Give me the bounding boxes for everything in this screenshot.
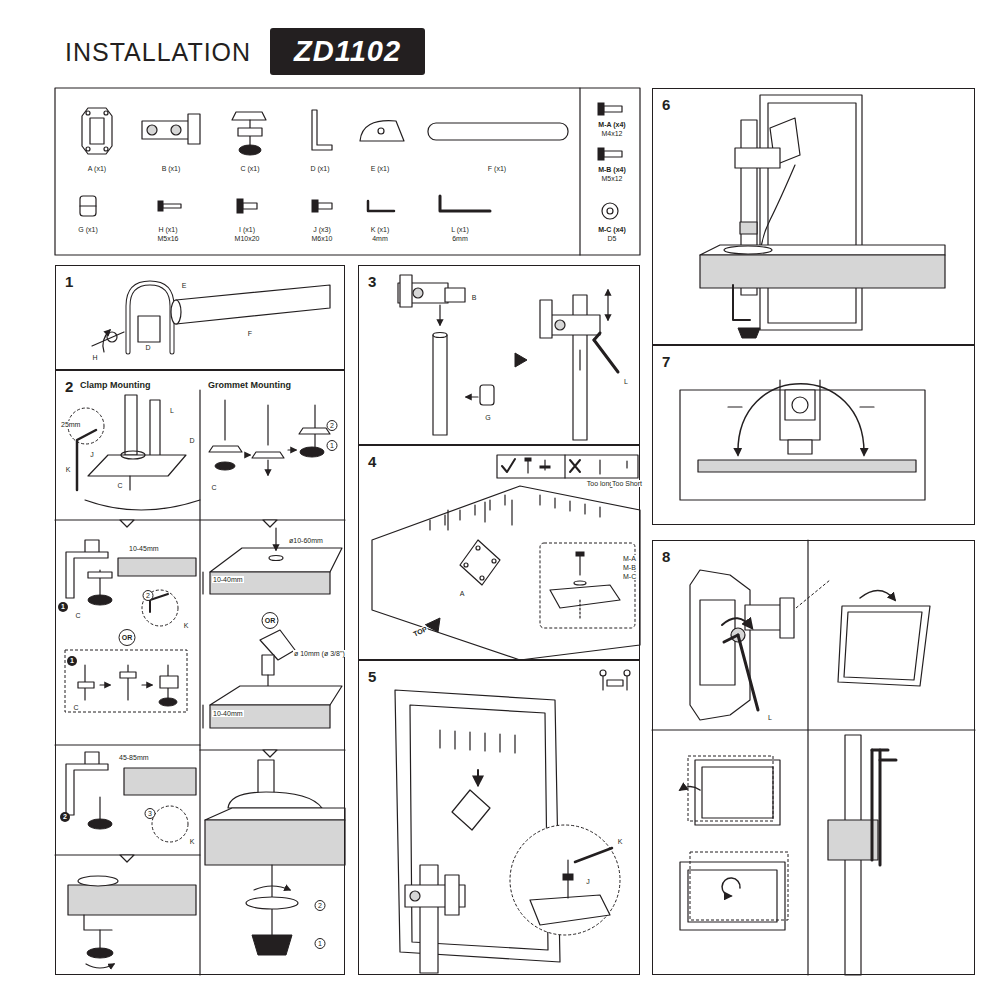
model-name: ZD1102	[294, 37, 401, 66]
callout-number: 3	[145, 808, 156, 819]
part-label: K	[617, 838, 624, 845]
callout-number: 1	[67, 656, 77, 666]
part-label: C	[74, 612, 81, 619]
step-number: 8	[662, 549, 670, 564]
part-label: K	[183, 622, 190, 629]
part-label: D	[144, 344, 151, 351]
part-label: J (x3)	[312, 226, 332, 233]
section-heading: Grommet Mounting	[208, 381, 291, 390]
step-panel: 6	[652, 88, 975, 345]
dimension-label: ø10-60mm	[288, 537, 324, 544]
part-label: H (x1)	[157, 226, 178, 233]
part-label: E	[181, 282, 188, 289]
callout-number: 1	[58, 602, 68, 612]
step-panel: 8	[652, 540, 975, 975]
part-label: J	[585, 878, 591, 885]
part-label: K (x1)	[370, 226, 391, 233]
dimension-label: ø 10mm (ø 3/8")	[293, 650, 346, 657]
dimension-label: 45-85mm	[118, 754, 150, 761]
step-panel: 7	[652, 345, 975, 525]
step-panel: 3	[358, 265, 640, 445]
dimension-label: 25mm	[60, 421, 81, 428]
dimension-label: 10-40mm	[212, 710, 244, 717]
part-label: I (x1)	[238, 226, 256, 233]
part-label: A	[459, 590, 466, 597]
callout-number: 2	[315, 900, 326, 911]
size-label: M6x10	[310, 235, 333, 242]
size-label: M4x12	[600, 130, 623, 137]
or-badge: OR	[262, 612, 279, 629]
part-label: J	[89, 451, 95, 458]
step-number: 4	[368, 454, 376, 469]
dimension-label: 10-40mm	[212, 576, 244, 583]
step-number: 1	[65, 274, 73, 289]
part-label: M-C (x4)	[597, 226, 627, 233]
or-badge: OR	[119, 629, 136, 646]
part-label: C (x1)	[239, 165, 260, 172]
step-number: 5	[368, 669, 376, 684]
model-badge: ZD1102	[270, 28, 425, 75]
step-panel: 2 Clamp Mounting Grommet Mounting	[55, 370, 345, 975]
part-label: L (x1)	[450, 226, 470, 233]
callout-number: 2	[327, 420, 338, 431]
step-number: 6	[662, 97, 670, 112]
part-label: F	[247, 330, 253, 337]
part-label: K	[189, 838, 196, 845]
step-panel: 4	[358, 445, 640, 660]
part-label: B	[471, 294, 478, 301]
part-label: G	[484, 414, 491, 421]
part-label: D (x1)	[309, 165, 330, 172]
page-title: INSTALLATION	[65, 38, 251, 67]
part-label: M-B (x4)	[597, 166, 627, 173]
step-number: 7	[662, 354, 670, 369]
callout-number: 1	[327, 440, 338, 451]
part-label: D	[188, 437, 195, 444]
part-label: M-A	[622, 555, 637, 562]
part-label: C	[116, 482, 123, 489]
step-panel: 5	[358, 660, 640, 975]
callout-number: 1	[315, 938, 326, 949]
warning-label: Too Short	[611, 480, 643, 487]
part-label: E (x1)	[370, 165, 391, 172]
size-label: D5	[607, 235, 618, 242]
size-label: 6mm	[451, 235, 469, 242]
part-label: C	[210, 484, 217, 491]
part-label: K	[65, 466, 72, 473]
size-label: M10x20	[234, 235, 261, 242]
part-label: M-B	[622, 564, 637, 571]
direction-label: TOP	[411, 625, 429, 638]
step-number: 3	[368, 274, 376, 289]
size-label: M5x12	[600, 175, 623, 182]
step-number: 2	[65, 379, 73, 394]
part-label: B (x1)	[161, 165, 182, 172]
warning-label: Too long	[586, 480, 614, 487]
part-label: F (x1)	[487, 165, 507, 172]
part-label: M-C	[622, 573, 637, 580]
part-label: L	[169, 407, 175, 414]
part-label: C	[72, 704, 79, 711]
part-label: H	[91, 354, 98, 361]
part-label: L	[623, 378, 629, 385]
size-label: 4mm	[371, 235, 389, 242]
section-heading: Clamp Mounting	[80, 381, 151, 390]
callout-number: 2	[60, 812, 70, 822]
dimension-label: 10-45mm	[128, 545, 160, 552]
callout-number: 2	[143, 590, 154, 601]
part-label: G (x1)	[77, 226, 98, 233]
size-label: M5x16	[156, 235, 179, 242]
part-label: L	[767, 714, 773, 721]
part-label: A (x1)	[87, 165, 107, 172]
part-label: M-A (x4)	[597, 121, 626, 128]
